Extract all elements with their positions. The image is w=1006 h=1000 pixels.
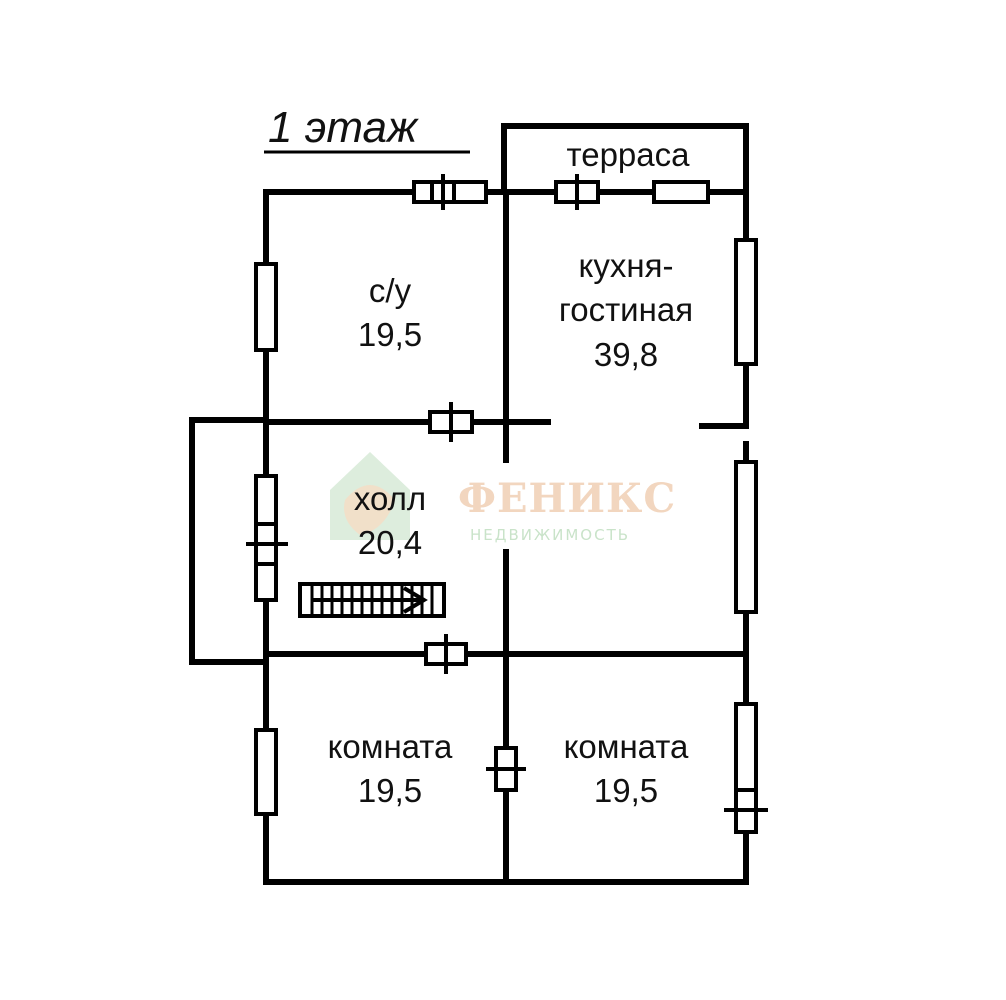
window-wc-left bbox=[254, 262, 278, 352]
watermark-tagline: НЕДВИЖИМОСТЬ bbox=[470, 526, 630, 544]
floor-title: 1 этаж bbox=[268, 103, 419, 152]
door-wc-hall bbox=[428, 402, 474, 442]
label-kitchen-area: 39,8 bbox=[594, 336, 658, 373]
doors bbox=[246, 174, 768, 834]
watermark-logo-icon bbox=[330, 452, 410, 540]
entrance-vestibule bbox=[189, 417, 269, 665]
label-hall-name: холл bbox=[354, 480, 426, 517]
door-entrance bbox=[246, 522, 288, 566]
door-terrace bbox=[554, 174, 600, 210]
door-between-rooms bbox=[486, 746, 526, 792]
label-wc-name: с/у bbox=[369, 272, 412, 309]
window-kitchen-top bbox=[652, 180, 710, 204]
window-kitchen-right-top bbox=[734, 238, 758, 366]
window-room-left bbox=[254, 728, 278, 816]
stairs bbox=[298, 582, 446, 618]
stairs-arrow-icon bbox=[402, 586, 428, 614]
label-wc-area: 19,5 bbox=[358, 316, 422, 353]
label-kitchen-line2: гостиная bbox=[559, 291, 693, 328]
door-wc-top bbox=[430, 174, 456, 210]
label-terrace: терраса bbox=[566, 136, 690, 173]
watermark: ФЕНИКС НЕДВИЖИМОСТЬ bbox=[330, 452, 676, 544]
label-kitchen-line1: кухня- bbox=[579, 247, 674, 284]
door-room-right bbox=[724, 788, 768, 834]
interior-walls bbox=[263, 189, 749, 885]
watermark-brand: ФЕНИКС bbox=[458, 475, 676, 522]
label-hall-area: 20,4 bbox=[358, 524, 422, 561]
terrace-outline bbox=[501, 123, 749, 195]
label-room-right-name: комната bbox=[564, 728, 689, 765]
door-hall-room bbox=[424, 634, 468, 674]
label-room-left-area: 19,5 bbox=[358, 772, 422, 809]
window-kitchen-right-bottom bbox=[734, 460, 758, 614]
room-labels: терраса с/у 19,5 кухня- гостиная 39,8 хо… bbox=[328, 136, 693, 809]
label-room-right-area: 19,5 bbox=[594, 772, 658, 809]
label-room-left-name: комната bbox=[328, 728, 453, 765]
